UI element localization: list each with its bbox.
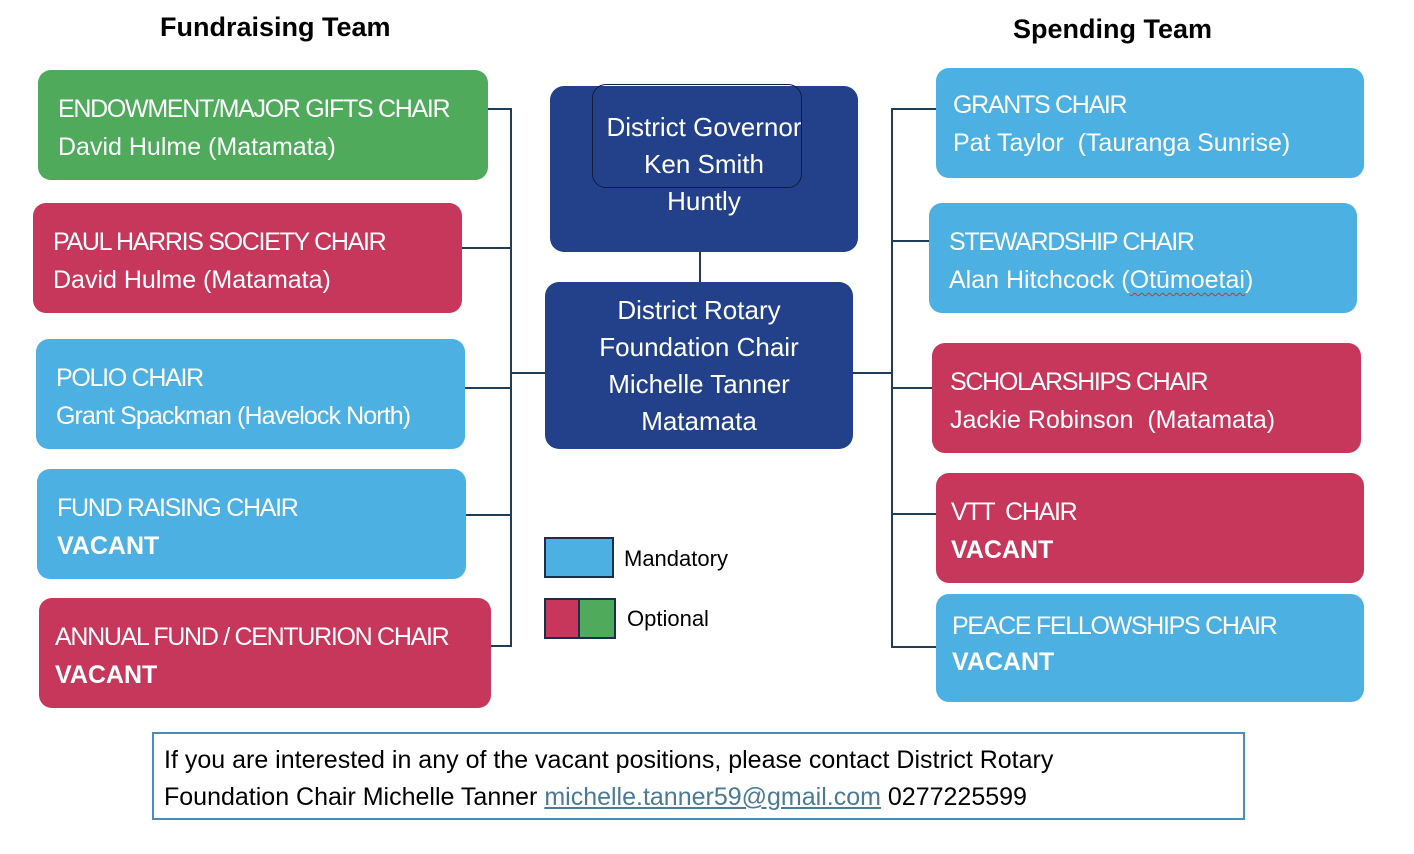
peace-fellowships-chair-box: PEACE FELLOWSHIPS CHAIR VACANT	[936, 594, 1364, 702]
polio-chair-box: POLIO CHAIR Grant Spackman (Havelock Nor…	[36, 339, 465, 449]
role-holder: David Hulme (Matamata)	[53, 266, 331, 294]
role-holder: Pat Taylor (Tauranga Sunrise)	[953, 129, 1291, 157]
legend-optional-swatch-red	[544, 598, 580, 639]
scholarships-chair-box: SCHOLARSHIPS CHAIR Jackie Robinson (Mata…	[932, 343, 1361, 453]
role-holder-vacant: VACANT	[57, 532, 160, 560]
role-holder: Alan Hitchcock (Otūmoetai)	[949, 261, 1339, 299]
role-title: STEWARDSHIP CHAIR	[949, 228, 1195, 256]
governor-club: Huntly	[667, 186, 741, 216]
role-holder: Grant Spackman (Havelock North)	[56, 402, 411, 430]
left-connector-branch-3	[465, 387, 512, 389]
endowment-major-gifts-chair-box: ENDOWMENT/MAJOR GIFTS CHAIR David Hulme …	[38, 70, 488, 180]
role-holder-vacant: VACANT	[55, 661, 158, 689]
right-connector-branch-2	[891, 240, 929, 242]
role-holder-vacant: VACANT	[951, 536, 1054, 564]
role-holder-prefix: Alan Hitchcock (	[949, 266, 1130, 294]
foundation-title-line2: Foundation Chair	[599, 332, 799, 362]
right-connector-trunk	[891, 108, 893, 648]
role-title: PAUL HARRIS SOCIETY CHAIR	[53, 228, 387, 256]
spellcheck-flagged-word: Otūmoetai	[1129, 266, 1245, 294]
role-title: ANNUAL FUND / CENTURION CHAIR	[55, 623, 450, 651]
role-title: ENDOWMENT/MAJOR GIFTS CHAIR	[58, 95, 451, 123]
paul-harris-society-chair-box: PAUL HARRIS SOCIETY CHAIR David Hulme (M…	[33, 203, 462, 313]
legend-mandatory-label: Mandatory	[624, 546, 728, 571]
role-title: FUND RAISING CHAIR	[57, 494, 299, 522]
left-connector-to-center	[510, 372, 546, 374]
role-title: SCHOLARSHIPS CHAIR	[950, 368, 1209, 396]
foundation-chair-club: Matamata	[641, 406, 757, 436]
left-connector-trunk	[510, 108, 512, 647]
right-connector-branch-3	[891, 387, 933, 389]
role-holder-vacant: VACANT	[952, 648, 1055, 676]
role-title: GRANTS CHAIR	[953, 91, 1128, 119]
spending-team-heading: Spending Team	[1013, 14, 1213, 44]
contact-email-link[interactable]: michelle.tanner59@gmail.com	[544, 783, 881, 811]
contact-note-line2: Foundation Chair Michelle Tanner michell…	[164, 779, 1233, 816]
center-connector	[699, 252, 701, 282]
foundation-chair-name: Michelle Tanner	[608, 369, 790, 399]
left-connector-branch-1	[476, 108, 512, 110]
role-title: PEACE FELLOWSHIPS CHAIR	[952, 612, 1278, 640]
foundation-title-line1: District Rotary	[617, 295, 781, 325]
role-holder-suffix: )	[1244, 266, 1254, 294]
contact-note-line1: If you are interested in any of the vaca…	[164, 746, 1054, 774]
district-rotary-foundation-chair-box: District Rotary Foundation Chair Michell…	[545, 282, 853, 449]
left-connector-branch-5	[491, 645, 512, 647]
fund-raising-chair-box: FUND RAISING CHAIR VACANT	[37, 469, 466, 579]
contact-note: If you are interested in any of the vaca…	[152, 732, 1245, 820]
vtt-chair-box: VTT CHAIR VACANT	[936, 473, 1364, 583]
legend-optional-label: Optional	[627, 606, 709, 631]
stewardship-chair-box: STEWARDSHIP CHAIR Alan Hitchcock (Otūmoe…	[929, 203, 1357, 313]
role-holder: David Hulme (Matamata)	[58, 133, 336, 161]
right-connector-branch-5	[891, 646, 936, 648]
legend-optional-swatch-green	[578, 598, 616, 639]
right-connector-to-center	[853, 372, 893, 374]
governor-title: District Governor	[606, 112, 802, 142]
annual-fund-centurion-chair-box: ANNUAL FUND / CENTURION CHAIR VACANT	[39, 598, 491, 708]
right-connector-branch-4	[891, 513, 936, 515]
legend-mandatory-swatch	[544, 537, 614, 578]
left-connector-branch-4	[466, 514, 512, 516]
grants-chair-box: GRANTS CHAIR Pat Taylor (Tauranga Sunris…	[936, 68, 1364, 178]
district-governor-inner-frame	[592, 84, 802, 188]
right-connector-branch-1	[891, 108, 936, 110]
contact-note-text: Foundation Chair Michelle Tanner	[164, 783, 545, 811]
fundraising-team-heading: Fundraising Team	[160, 12, 391, 42]
governor-name: Ken Smith	[644, 149, 764, 179]
role-holder: Jackie Robinson (Matamata)	[950, 406, 1276, 434]
role-title: VTT CHAIR	[951, 498, 1078, 526]
left-connector-branch-2	[462, 247, 512, 249]
contact-phone: 0277225599	[880, 783, 1027, 811]
district-governor-box: District Governor Ken Smith Huntly	[550, 84, 858, 252]
role-title: POLIO CHAIR	[56, 364, 204, 392]
